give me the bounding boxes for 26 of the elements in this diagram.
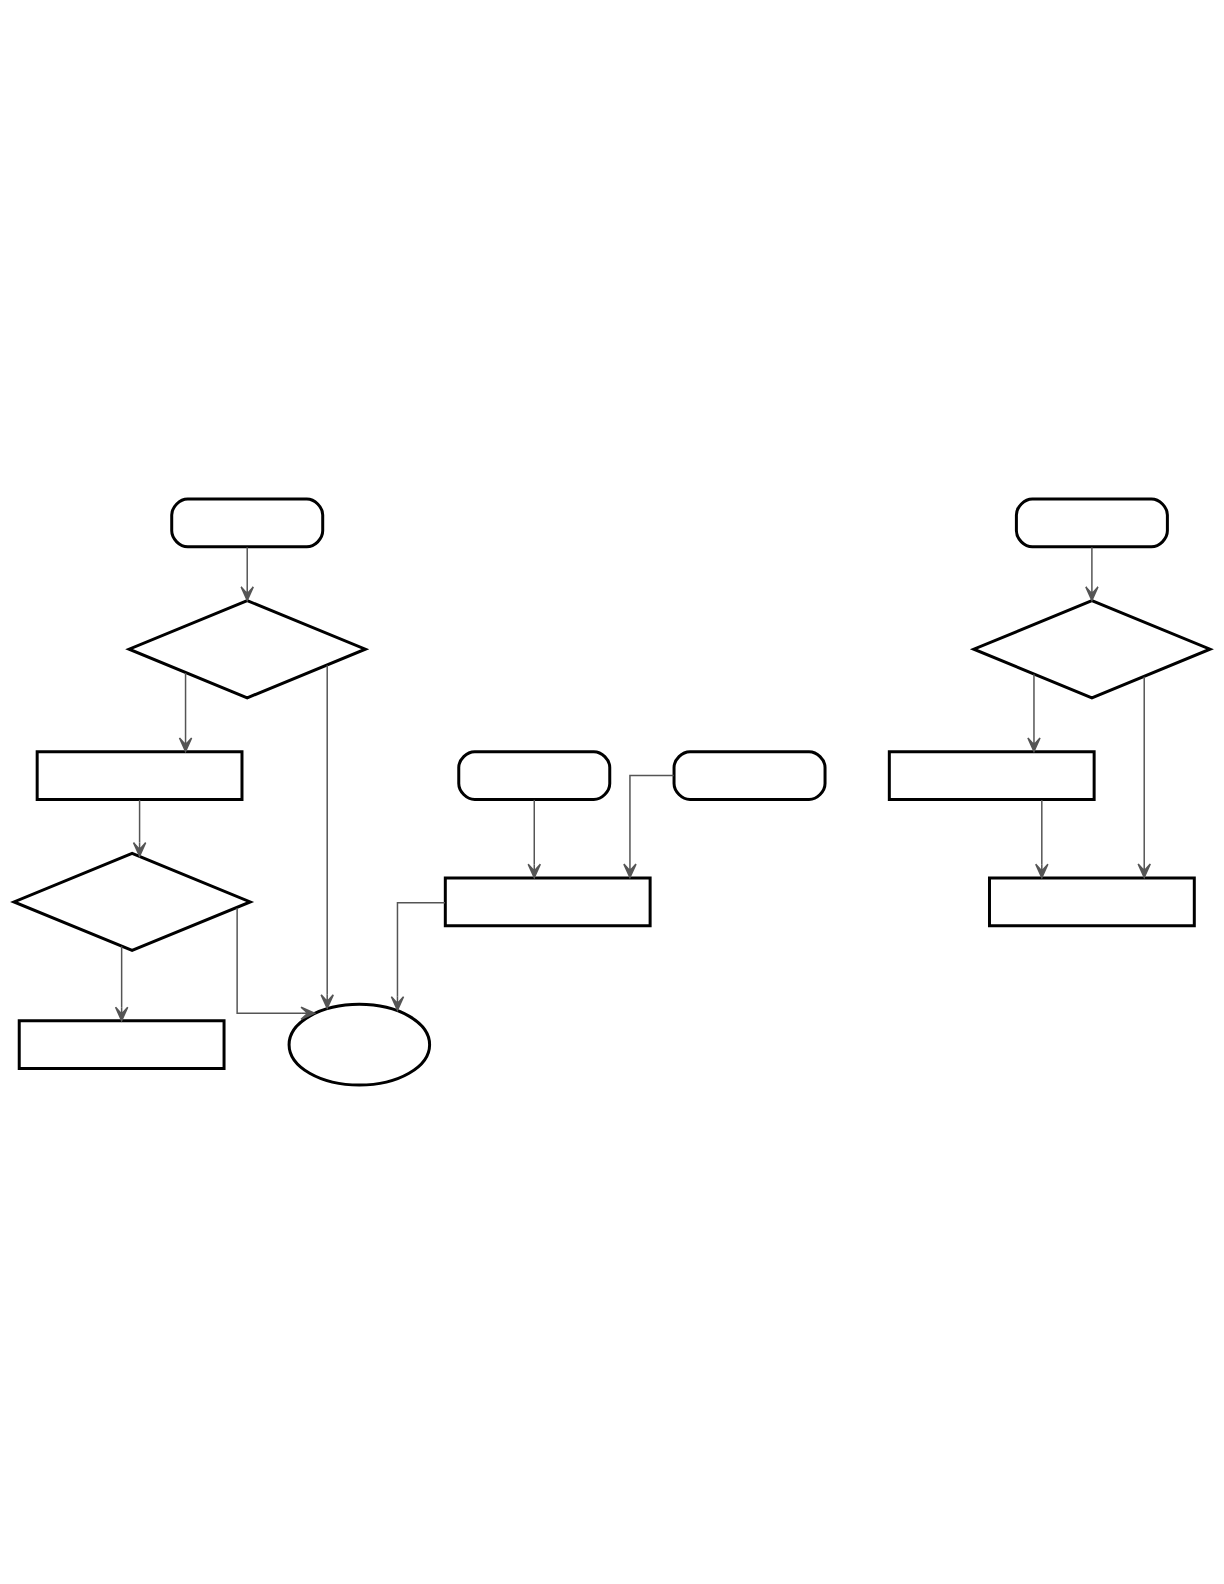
node-box <box>443 876 652 928</box>
arrow <box>114 945 129 1022</box>
node-diamond <box>10 851 255 953</box>
arrow <box>1035 799 1049 879</box>
node-box <box>17 1019 226 1071</box>
arrow <box>623 774 675 879</box>
node-box <box>1014 497 1169 549</box>
arrow <box>240 546 254 602</box>
node-diamond <box>125 599 370 700</box>
arrow <box>1137 676 1151 879</box>
arrow <box>320 664 334 1010</box>
arrow <box>236 907 316 1021</box>
node-ellipse <box>287 1002 432 1087</box>
arrow <box>132 799 147 857</box>
arrow <box>1027 673 1041 753</box>
node-box <box>457 750 612 801</box>
node-box <box>988 876 1196 928</box>
arrow <box>1085 546 1099 602</box>
node-box <box>170 497 325 549</box>
node-box <box>887 750 1096 801</box>
arrow <box>178 672 193 753</box>
node-diamond <box>969 599 1214 700</box>
arrow <box>390 901 446 1011</box>
node-box <box>672 750 827 801</box>
arrow <box>527 799 542 879</box>
node-box <box>35 750 244 801</box>
